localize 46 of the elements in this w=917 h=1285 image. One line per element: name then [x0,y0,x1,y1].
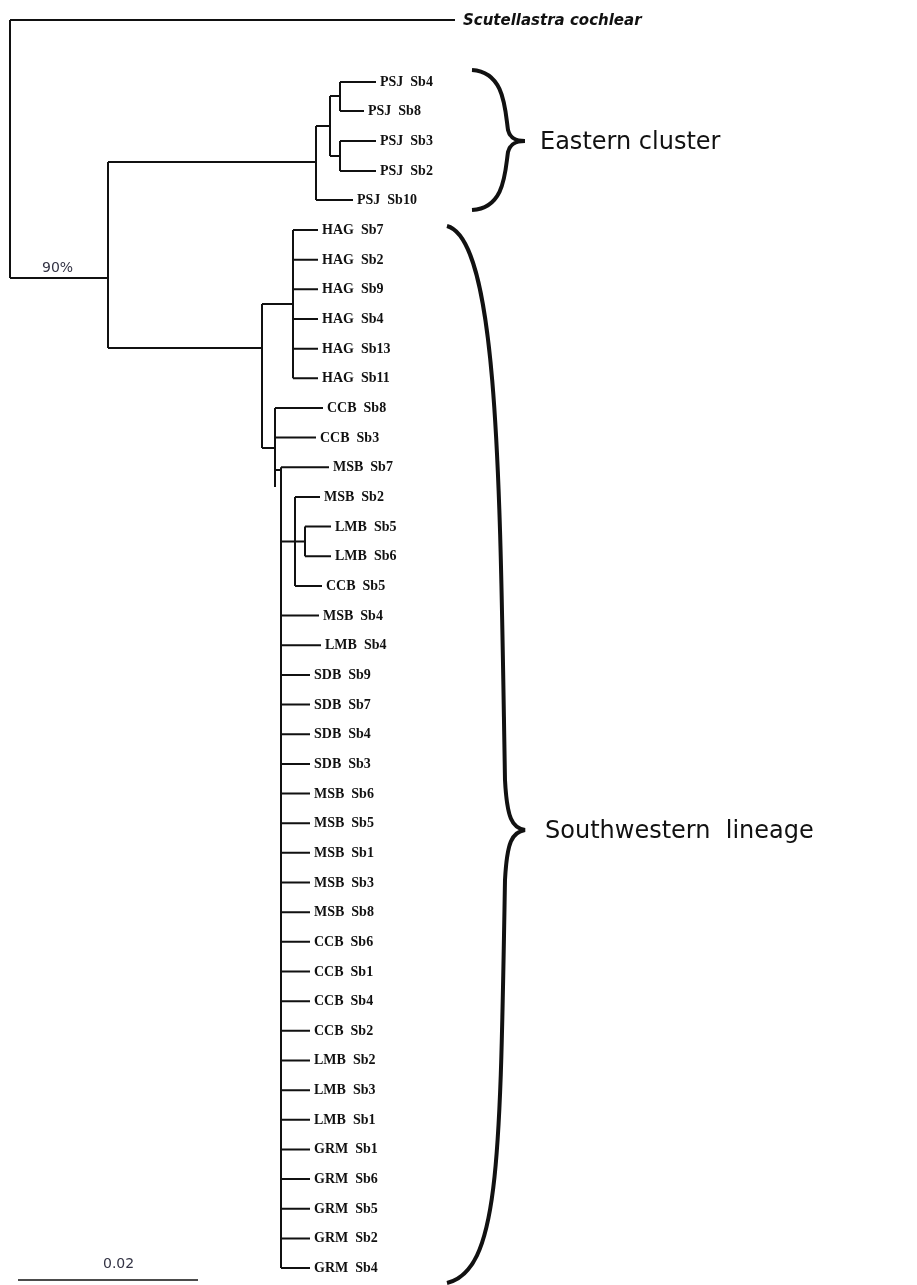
taxon-label: GRM Sb6 [314,1171,378,1187]
taxon-label: LMB Sb4 [325,637,387,653]
taxon-label: CCB Sb1 [314,963,374,980]
taxon-label: MSB Sb4 [323,607,383,624]
taxon-label: PSJ Sb2 [380,163,433,179]
taxon-label: HAG Sb13 [322,340,391,357]
taxon-label: MSB Sb8 [314,904,374,920]
taxon-label: CCB Sb4 [314,993,374,1009]
taxon-label: CCB Sb8 [327,400,387,416]
taxon-label: MSB Sb3 [314,874,374,891]
taxon-label: MSB Sb6 [314,785,374,802]
taxon-label: PSJ Sb3 [380,133,433,149]
taxon-label: LMB Sb3 [314,1082,376,1098]
taxon-label: Scutellastra cochlear [463,11,642,29]
taxon-label: LMB Sb5 [335,518,397,535]
taxon-label: SDB Sb4 [314,726,371,742]
taxon-label: GRM Sb1 [314,1141,378,1158]
taxon-label: SDB Sb3 [314,756,371,772]
taxon-label: LMB Sb6 [335,548,397,564]
taxon-label: CCB Sb6 [314,934,374,950]
taxon-label: GRM Sb5 [314,1201,378,1217]
clade-label: Eastern cluster [540,127,721,155]
taxon-label: PSJ Sb10 [357,192,417,208]
taxon-label: CCB Sb2 [314,1023,374,1039]
taxon-label: SDB Sb9 [314,667,371,683]
taxon-label: HAG Sb4 [322,311,384,327]
taxon-label: MSB Sb2 [324,489,384,505]
taxon-label: HAG Sb11 [322,370,390,386]
taxon-label: HAG Sb2 [322,251,384,268]
taxon-label: CCB Sb3 [320,429,380,446]
support-value: 0.02 [103,1256,135,1272]
taxon-label: GRM Sb4 [314,1260,378,1276]
taxon-label: GRM Sb2 [314,1230,378,1247]
taxon-label: MSB Sb1 [314,845,374,861]
taxon-label: LMB Sb2 [314,1052,376,1069]
support-value: 90% [42,260,74,276]
taxon-label: SDB Sb7 [314,696,371,713]
taxon-label: PSJ Sb8 [368,103,421,119]
taxon-label: HAG Sb7 [322,222,384,238]
taxon-label: PSJ Sb4 [380,74,433,90]
taxon-label: LMB Sb1 [314,1112,376,1128]
clade-label: Southwestern lineage [545,816,814,844]
taxon-label: MSB Sb7 [333,459,393,475]
taxon-label: CCB Sb5 [326,578,386,594]
taxon-label: HAG Sb9 [322,281,384,297]
taxon-label: MSB Sb5 [314,815,374,831]
